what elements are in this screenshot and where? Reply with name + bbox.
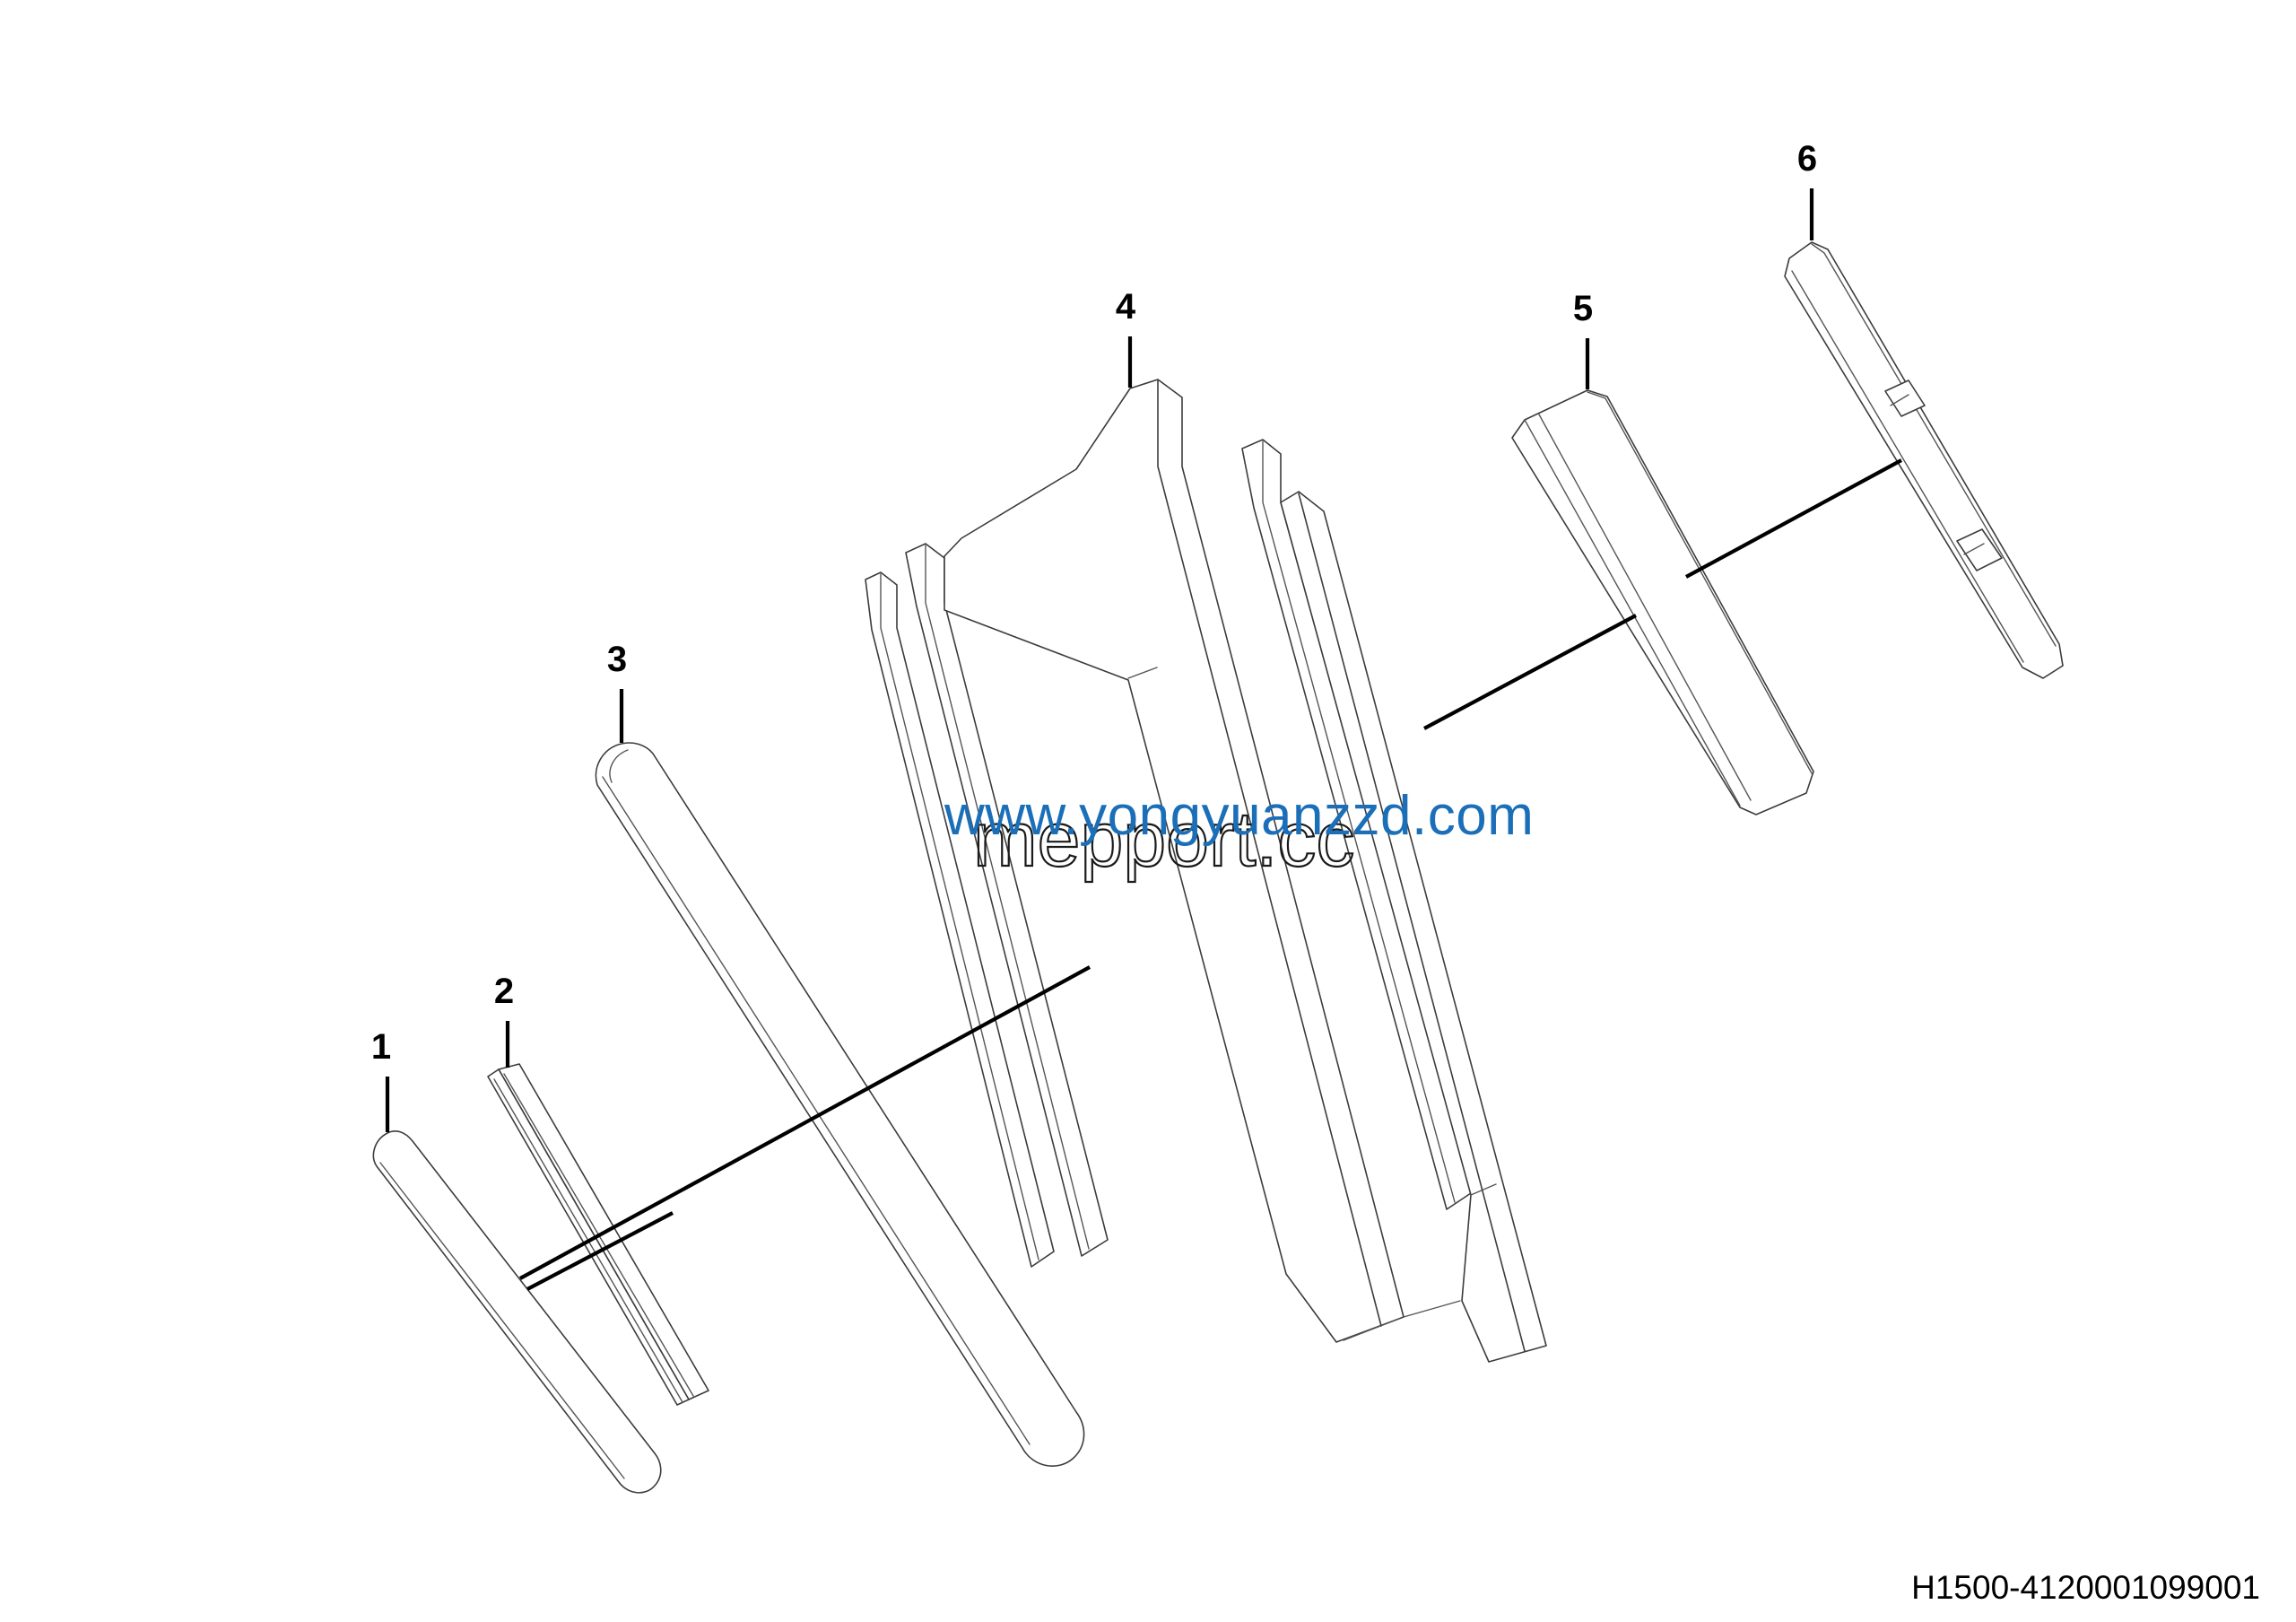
callout-5-label: 5 — [1573, 289, 1593, 328]
callout-6[interactable]: 6 — [1797, 139, 1817, 240]
watermark-blue-text: www.yongyuanzzd.com — [944, 785, 1534, 847]
leader-item-6 — [1684, 458, 1903, 579]
leader-lines-group — [518, 458, 1903, 1291]
part-1-rod — [372, 1130, 662, 1494]
callout-2-label: 2 — [494, 972, 514, 1011]
watermark-outline-text: mepport.cc — [973, 797, 1354, 883]
leader-item-2 — [526, 1211, 674, 1291]
callout-5[interactable]: 5 — [1573, 289, 1593, 389]
callout-1-label: 1 — [371, 1027, 391, 1067]
part-5-bar — [1511, 389, 1814, 815]
callout-2[interactable]: 2 — [494, 972, 514, 1068]
callout-3-label: 3 — [607, 640, 627, 679]
leader-item-5 — [1423, 614, 1637, 730]
part-4-main-body — [865, 379, 1547, 1363]
part-6-plate — [1784, 241, 2064, 679]
callout-1[interactable]: 1 — [371, 1027, 391, 1132]
leader-item-3 — [518, 965, 1091, 1280]
callout-3[interactable]: 3 — [607, 640, 627, 743]
callout-4-label: 4 — [1116, 287, 1136, 327]
callout-6-label: 6 — [1797, 139, 1817, 179]
part-number-label: H1500-4120001099001 — [1911, 1569, 2260, 1606]
watermark-group: mepport.cc www.yongyuanzzd.com — [944, 785, 1534, 884]
callout-4[interactable]: 4 — [1116, 287, 1136, 388]
